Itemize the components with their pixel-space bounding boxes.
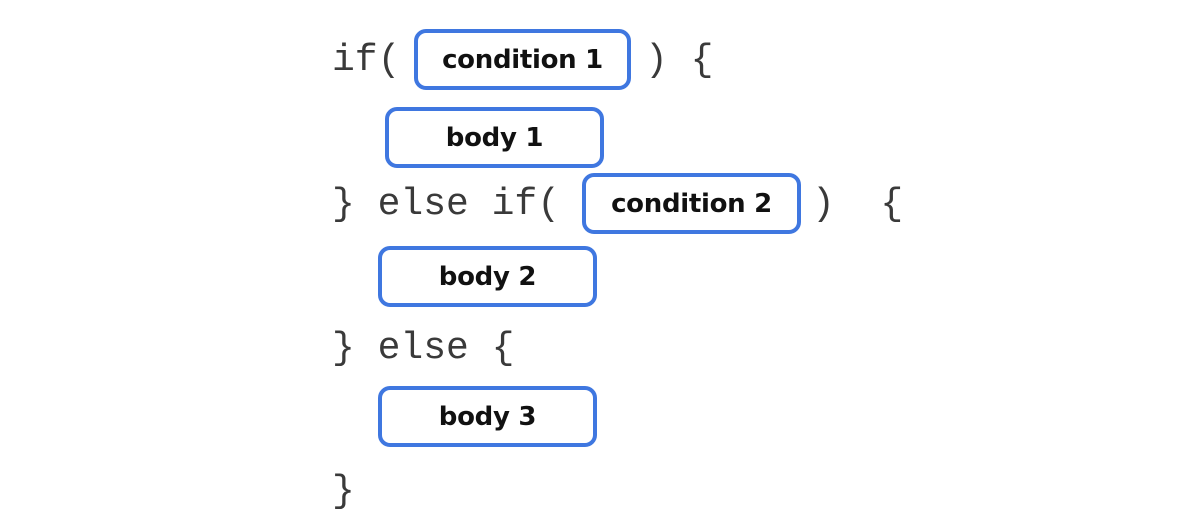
code-else-keyword: } else { (332, 327, 515, 370)
body-1-box: body 1 (385, 107, 604, 168)
code-closing-brace: } (332, 470, 355, 513)
condition-1-box: condition 1 (414, 29, 631, 90)
code-if-keyword: if( (332, 39, 401, 82)
condition-1-label: condition 1 (442, 44, 603, 75)
code-if-close: ) { (645, 39, 714, 82)
body-2-label: body 2 (438, 261, 537, 292)
body-1-label: body 1 (445, 122, 544, 153)
code-else-if-close: ) { (812, 183, 904, 226)
condition-2-label: condition 2 (611, 188, 772, 219)
body-3-box: body 3 (378, 386, 597, 447)
body-3-label: body 3 (438, 401, 537, 432)
body-2-box: body 2 (378, 246, 597, 307)
code-else-if-keyword: } else if( (332, 183, 561, 226)
condition-2-box: condition 2 (582, 173, 801, 234)
